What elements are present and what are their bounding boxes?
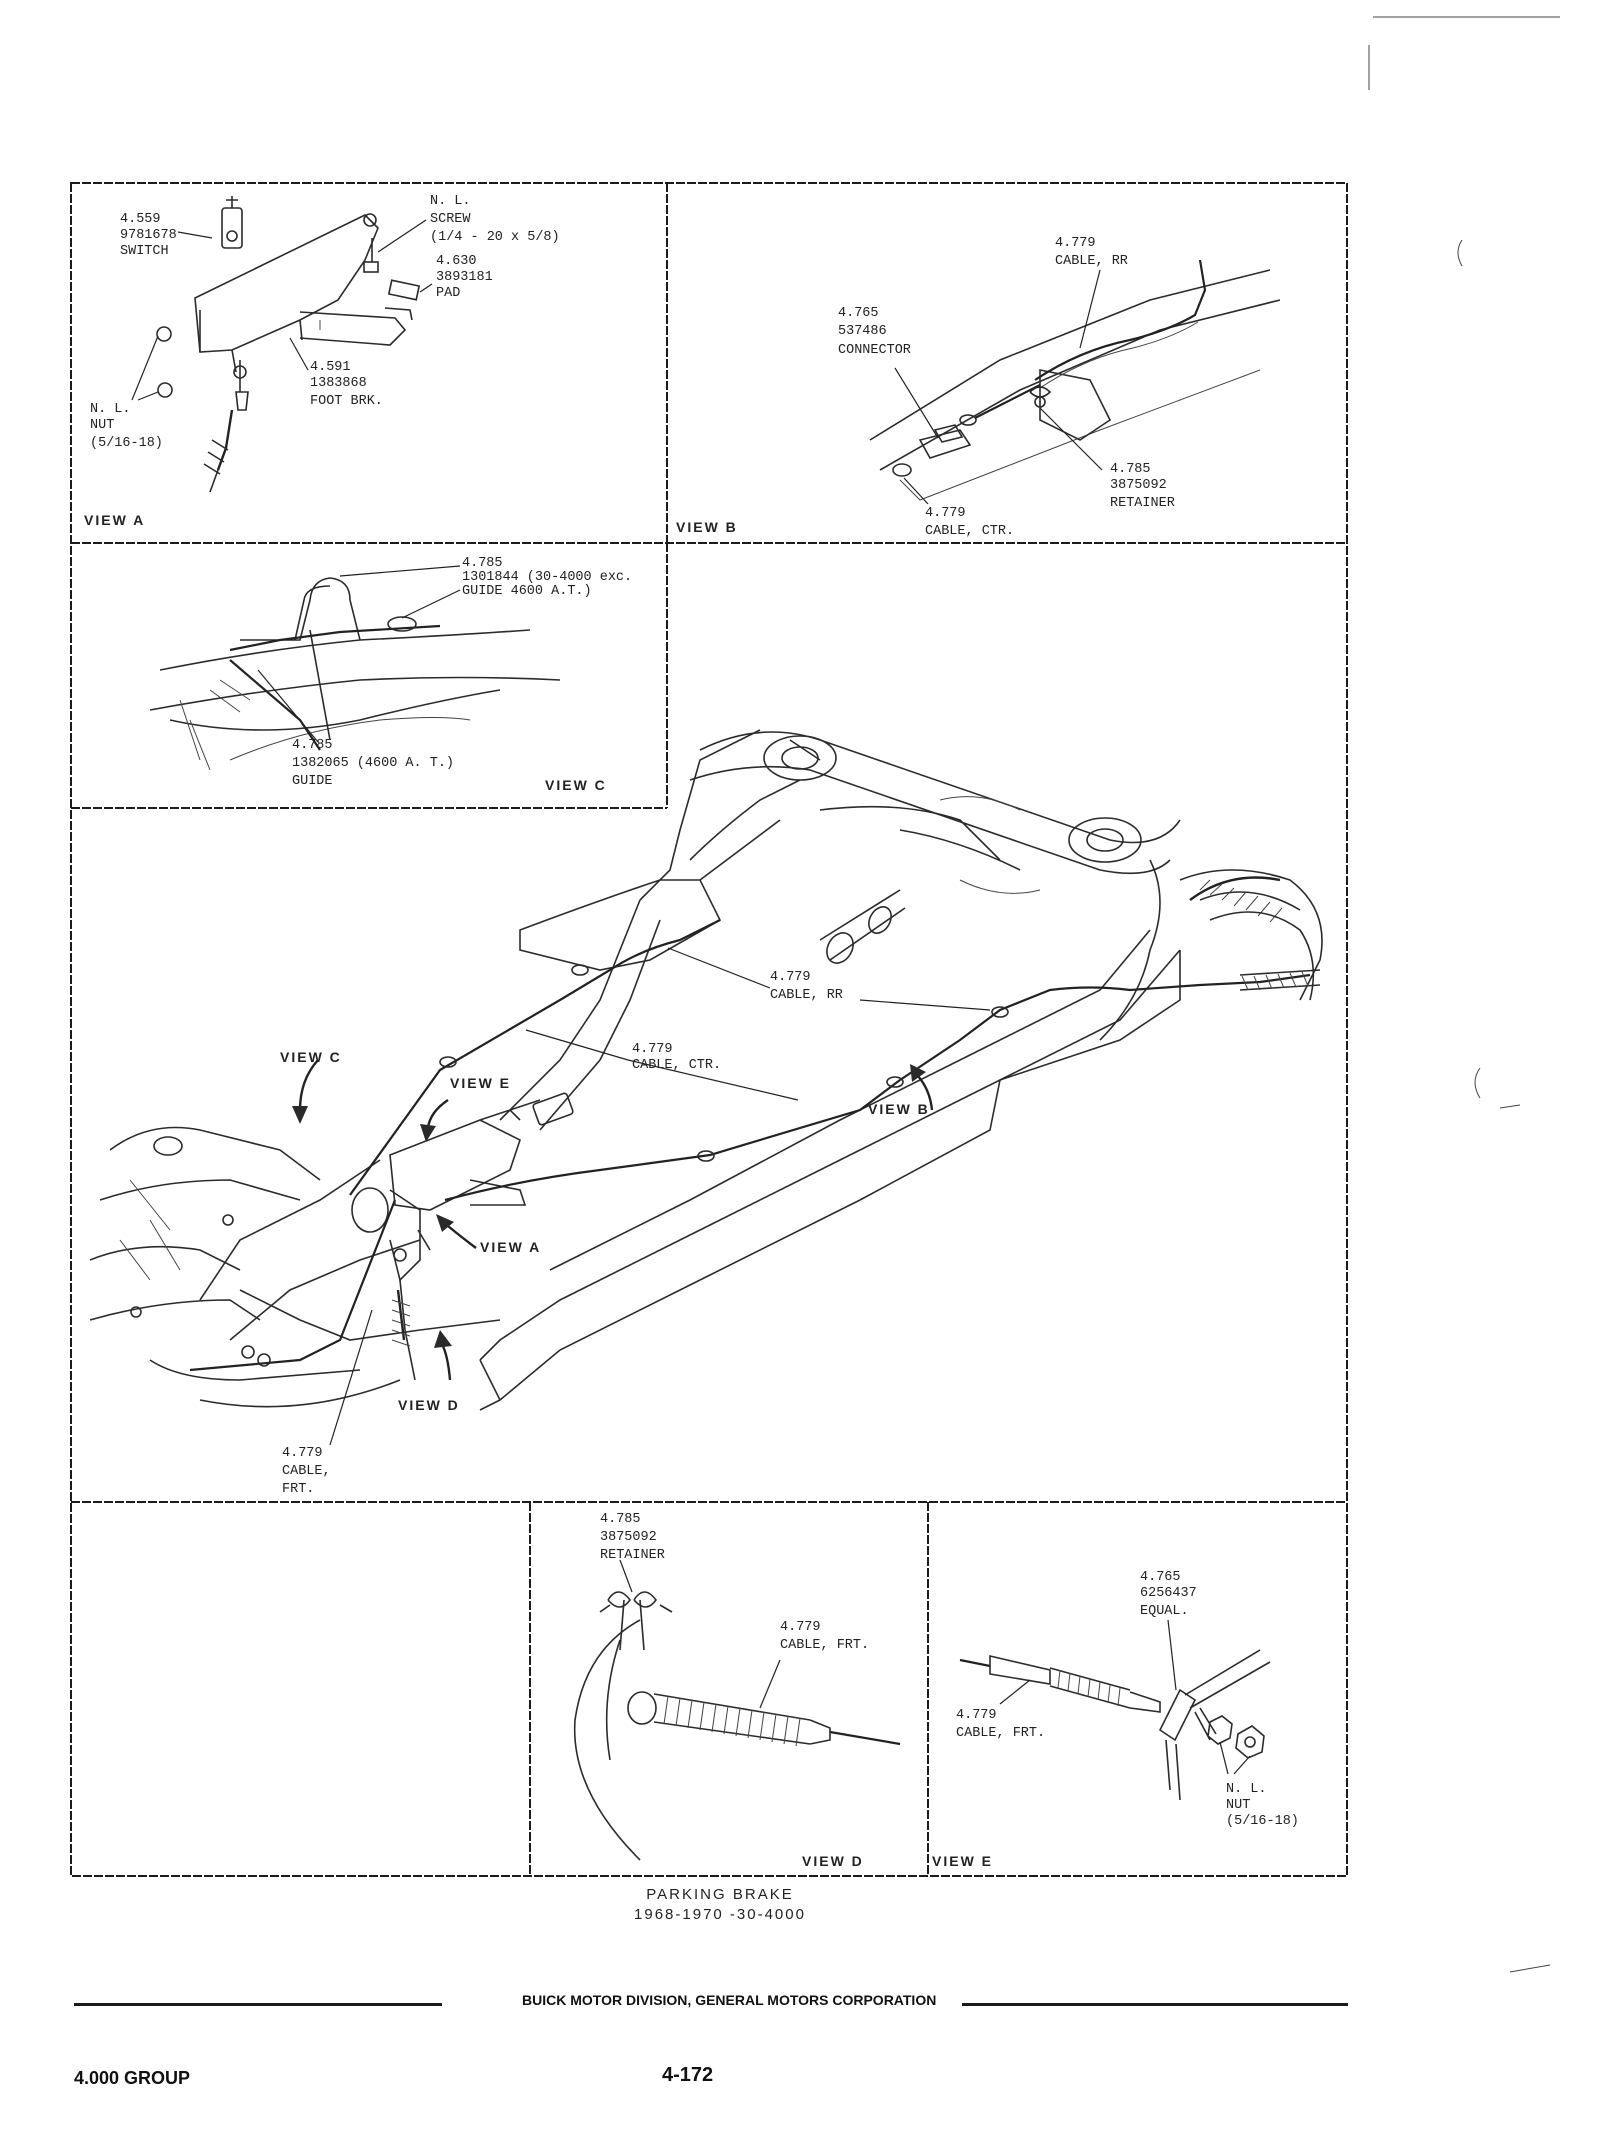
view-b-drawing <box>869 259 1281 501</box>
view-e-leaders <box>999 1619 1251 1775</box>
view-b-cable-ctr-label: 4.779 CABLE, CTR. <box>925 506 1014 539</box>
footer-rule-right <box>962 2003 1348 2006</box>
view-a-screw-label: N. L. SCREW (1/4 - 20 x 5/8) <box>430 194 560 245</box>
view-a-drawing <box>156 196 421 493</box>
main-leaders <box>329 947 991 1446</box>
view-b-retainer-label: 4.785 3875092 RETAINER <box>1110 462 1175 511</box>
view-d-cable-frt-label: 4.779 CABLE, FRT. <box>780 1620 869 1653</box>
view-d-drawing <box>573 1591 901 1861</box>
view-d-retainer-label: 4.785 3875092 RETAINER <box>600 1512 665 1563</box>
view-c-guide-top-label: 4.785 1301844 (30-4000 exc. GUIDE 4600 A… <box>462 556 640 599</box>
view-a-pad-label: 4.630 3893181 PAD <box>436 254 501 301</box>
arrow-view-e-label: VIEW E <box>450 1075 511 1091</box>
view-b-title: VIEW B <box>676 519 738 535</box>
view-d-leaders <box>619 1559 781 1709</box>
brake-cables <box>189 919 1321 1372</box>
view-c: 4.785 1301844 (30-4000 exc. GUIDE 4600 A… <box>149 556 640 793</box>
footer-page-number: 4-172 <box>662 2064 714 2086</box>
view-c-drawing <box>149 577 561 771</box>
footer-rule-left <box>74 2003 442 2006</box>
view-a-foot-brake-label: 4.591 1383868 FOOT BRK. <box>310 360 383 409</box>
footer-group: 4.000 GROUP <box>74 2068 191 2088</box>
view-a: 4.559 9781678 SWITCH N. L. SCREW (1/4 - … <box>84 194 560 528</box>
arrow-view-c-label: VIEW C <box>280 1049 342 1065</box>
scan-marks <box>1368 16 1560 1973</box>
view-c-title: VIEW C <box>545 777 607 793</box>
view-a-leaders <box>131 219 433 401</box>
view-e-title: VIEW E <box>932 1853 993 1869</box>
vehicle-frame-drawing <box>89 729 1323 1411</box>
arrow-view-a-label: VIEW A <box>480 1239 541 1255</box>
view-a-title: VIEW A <box>84 512 145 528</box>
caption-subtitle: 1968-1970 -30-4000 <box>634 1906 806 1923</box>
view-d: 4.785 3875092 RETAINER 4.779 CABLE, FRT.… <box>573 1512 901 1869</box>
view-c-leaders <box>257 565 461 743</box>
figure-frames <box>70 182 1348 1877</box>
view-a-switch-label: 4.559 9781678 SWITCH <box>120 212 185 259</box>
footer-corporation: BUICK MOTOR DIVISION, GENERAL MOTORS COR… <box>522 1992 937 2008</box>
view-e: 4.765 6256437 EQUAL. 4.779 CABLE, FRT. N… <box>932 1570 1299 1869</box>
main-assembly: 4.779 CABLE, RR 4.779 CABLE, CTR. 4.779 … <box>89 729 1323 1497</box>
view-arrows <box>292 1059 934 1381</box>
view-e-cable-frt-label: 4.779 CABLE, FRT. <box>956 1708 1045 1741</box>
view-c-guide-bottom-label: 4.785 1382065 (4600 A. T.) GUIDE <box>292 738 462 789</box>
view-a-nut-label: N. L. NUT (5/16-18) <box>90 402 163 451</box>
main-cable-rr-label: 4.779 CABLE, RR <box>770 970 843 1003</box>
arrow-view-d-label: VIEW D <box>398 1397 460 1413</box>
view-b-cable-rr-label: 4.779 CABLE, RR <box>1055 236 1128 269</box>
view-d-title: VIEW D <box>802 1853 864 1869</box>
view-b-connector-label: 4.765 537486 CONNECTOR <box>838 306 911 358</box>
arrow-view-b-label: VIEW B <box>868 1101 930 1117</box>
view-e-nut-label: N. L. NUT (5/16-18) <box>1226 1782 1299 1829</box>
view-b-leaders <box>894 269 1103 505</box>
view-e-equal-label: 4.765 6256437 EQUAL. <box>1140 1570 1205 1619</box>
caption-title: PARKING BRAKE <box>646 1886 794 1903</box>
main-cable-ctr-label: 4.779 CABLE, CTR. <box>632 1042 721 1073</box>
main-cable-frt-label: 4.779 CABLE, FRT. <box>282 1446 339 1497</box>
view-b: 4.779 CABLE, RR 4.765 537486 CONNECTOR 4… <box>676 236 1281 539</box>
view-e-drawing <box>959 1649 1271 1801</box>
